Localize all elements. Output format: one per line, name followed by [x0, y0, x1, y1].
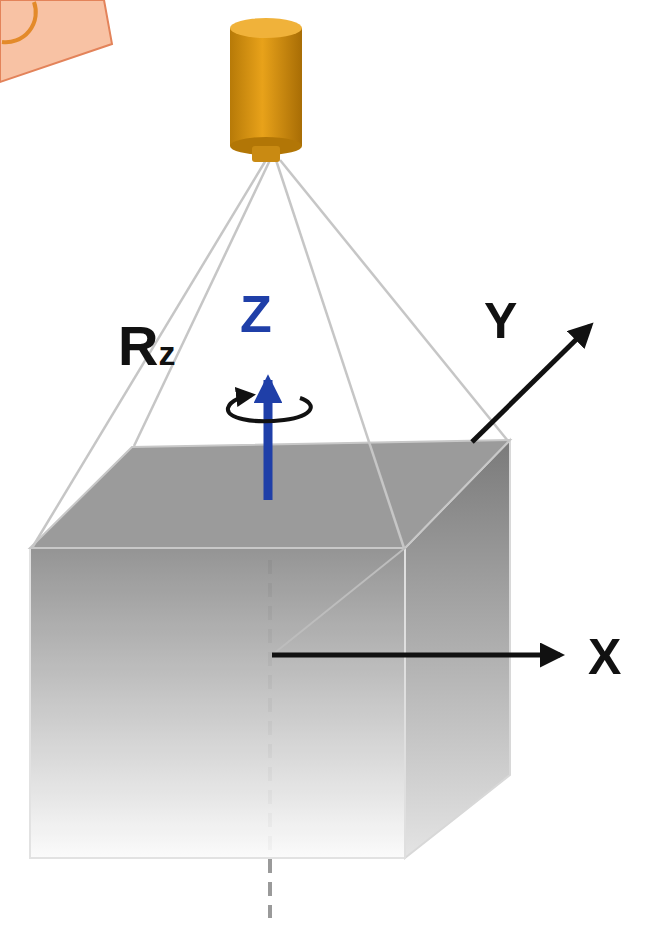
- view-frustum: [32, 160, 508, 548]
- camera-symbol: [230, 18, 302, 162]
- z-axis-arrow: [264, 380, 273, 500]
- axis-label: Z: [240, 288, 272, 340]
- cube-front-face: [30, 548, 405, 858]
- axis-label: X: [588, 632, 621, 682]
- axis-label: Y: [484, 296, 517, 346]
- x-axis-arrow: [272, 653, 560, 658]
- rotation-arrow: [228, 395, 311, 421]
- rotation-label: Rz: [118, 318, 175, 374]
- corner-tag: [0, 0, 112, 82]
- corner-circle: [2, 2, 36, 42]
- y-axis-hidden: [272, 548, 405, 655]
